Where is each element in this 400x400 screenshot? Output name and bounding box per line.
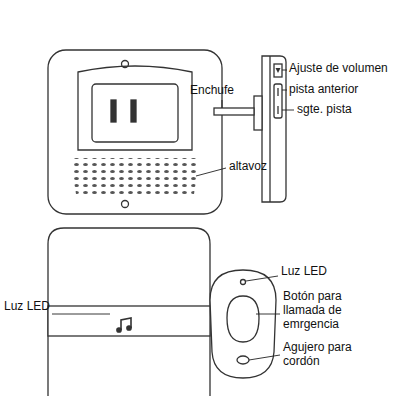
plug-slot — [131, 100, 136, 122]
remote-body — [210, 270, 276, 378]
leader-line — [249, 355, 280, 360]
part-label: pista anterior — [289, 83, 397, 97]
music-note — [117, 328, 121, 332]
part-label: Botón para llamada de emrgencia — [283, 290, 361, 331]
leader-lines — [52, 70, 294, 360]
leader-line — [256, 314, 280, 315]
part-label: Ajuste de volumen — [289, 62, 397, 76]
leader-line — [282, 110, 294, 111]
part-label: Enchufe — [190, 84, 254, 98]
part-label: Agujero para cordón — [283, 341, 367, 369]
receiver-housing — [48, 50, 222, 214]
led-band — [48, 306, 210, 336]
side-housing — [262, 56, 286, 202]
receiver-led-view — [48, 228, 210, 396]
leader-line — [282, 90, 287, 91]
screw-hole — [122, 61, 129, 68]
button-mark — [277, 88, 278, 96]
screw-hole — [122, 201, 129, 208]
emergency-button — [227, 296, 259, 342]
leader-line — [222, 100, 223, 108]
receiver-body — [48, 228, 210, 396]
part-label: Luz LED — [4, 300, 52, 314]
part-label: altavoz — [229, 160, 299, 174]
button-mark — [277, 106, 278, 114]
music-note — [127, 326, 131, 330]
volume-button — [274, 64, 282, 77]
plug-slot — [111, 100, 116, 122]
receiver-front — [48, 50, 222, 214]
track-buttons — [274, 84, 282, 118]
part-label: Luz LED — [281, 265, 341, 279]
speaker-grille — [70, 158, 200, 194]
music-note — [121, 318, 131, 330]
cord-hole — [237, 356, 249, 364]
receiver-side — [214, 56, 286, 202]
part-label: sgte. pista — [297, 103, 397, 117]
side-edge — [269, 56, 270, 202]
leader-line — [246, 276, 278, 281]
leader-line — [52, 314, 110, 315]
emergency-remote — [210, 270, 276, 378]
plug-socket — [92, 84, 178, 142]
plug-pin — [214, 108, 254, 115]
plug-frame — [78, 66, 192, 150]
plug-base — [254, 96, 262, 130]
leader-line — [282, 70, 287, 71]
remote-led — [241, 280, 246, 285]
leader-line — [196, 168, 226, 176]
volume-arrow — [276, 68, 281, 73]
